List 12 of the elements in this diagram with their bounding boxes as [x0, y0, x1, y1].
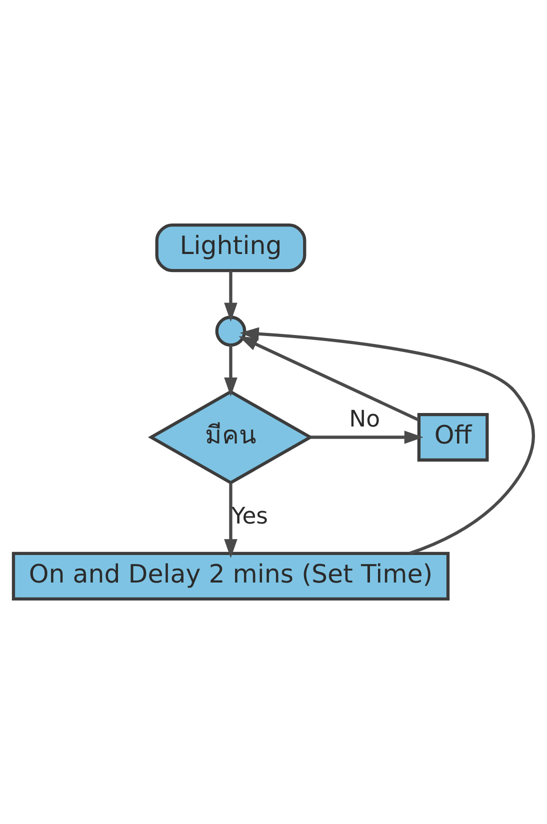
arrow [310, 430, 424, 444]
arrow [240, 327, 535, 555]
arrow [224, 270, 238, 322]
node-diamond: มีคน [148, 390, 314, 485]
node-box: On and Delay 2 mins (Set Time) [12, 552, 450, 601]
node-circle [215, 316, 246, 347]
node-box: Lighting [155, 223, 306, 272]
edge-label: No [349, 406, 380, 432]
node-box: Off [417, 412, 489, 462]
arrow [224, 345, 238, 396]
arrow [224, 482, 238, 558]
arrow [238, 336, 420, 422]
